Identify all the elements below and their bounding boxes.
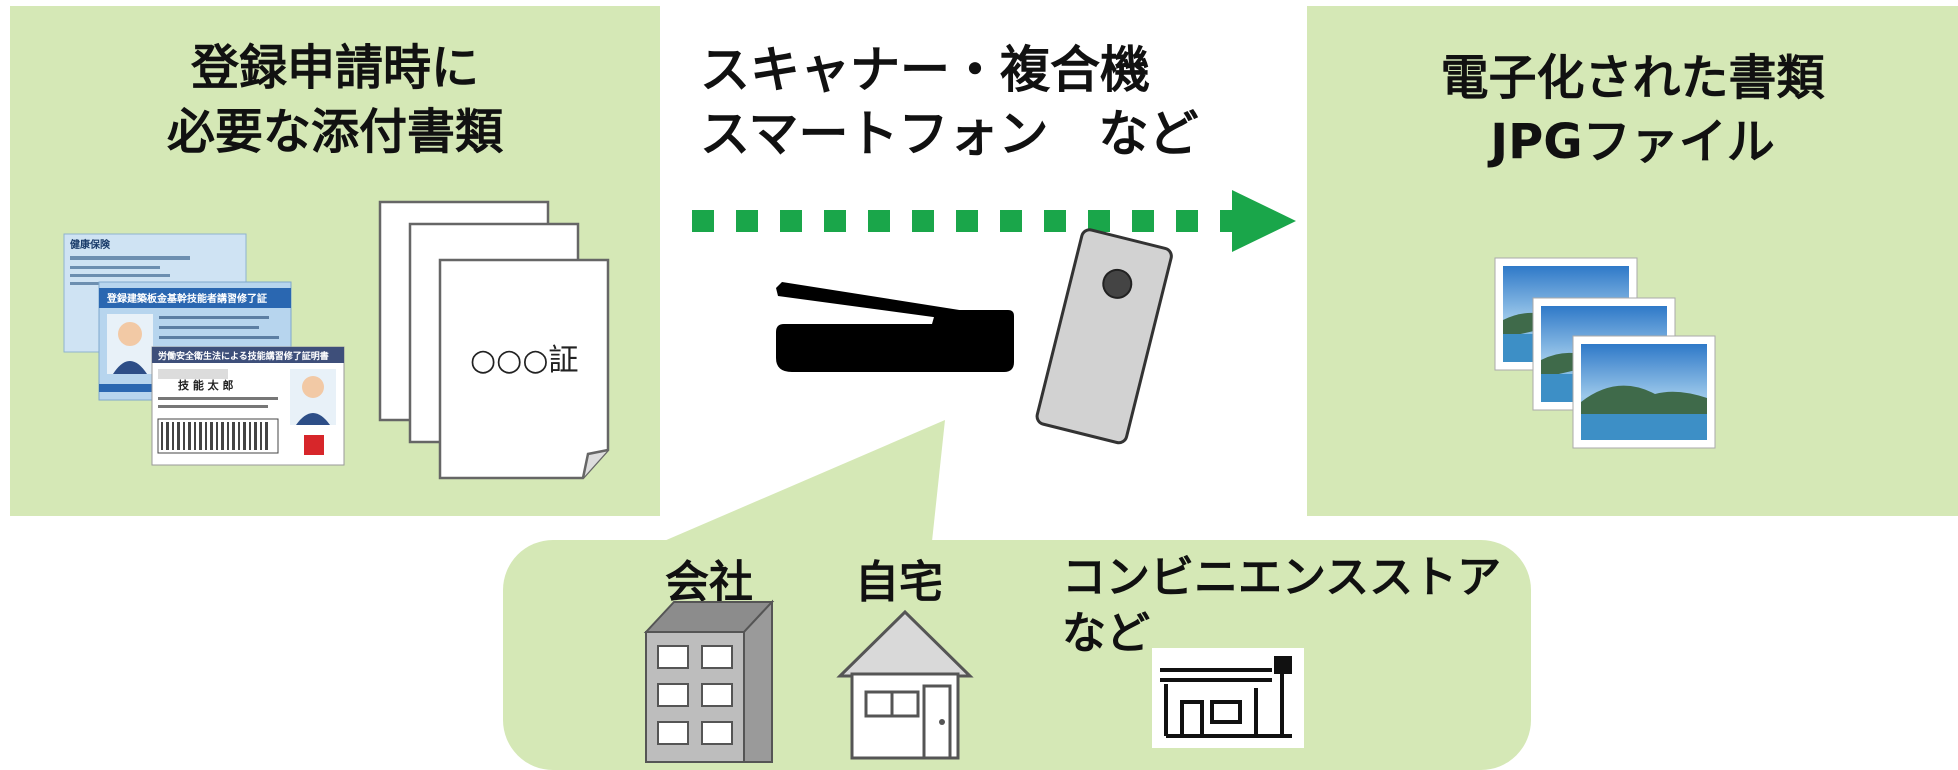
location-store-label: コンビニエンスストア など xyxy=(1062,550,1501,662)
card-title: 労働安全衛生法による技能講習修了証明書 xyxy=(158,350,329,362)
title-line-1: 電子化された書類 xyxy=(1440,50,1825,106)
title-line-2: スマートフォン など xyxy=(700,105,1199,163)
title-line-2: 必要な添付書類 xyxy=(166,104,503,160)
house-icon xyxy=(836,609,974,760)
digitized-documents-title: 電子化された書類 JPGファイル xyxy=(1307,46,1958,174)
dotted-arrow-icon xyxy=(692,190,1296,252)
card-holder-name: 技 能 太 郎 xyxy=(178,378,234,392)
scanner-icon xyxy=(776,282,1014,372)
store-line-1: コンビニエンスストア xyxy=(1062,552,1502,603)
convenience-store-icon xyxy=(1152,648,1304,748)
license-cards-icon: 健康保険 登録建築板金基幹技能者講習修了証 労働安全衛生法による技能講習修了証明… xyxy=(63,233,345,466)
location-home-label: 自宅 xyxy=(855,557,943,608)
card-title: 健康保険 xyxy=(70,238,111,251)
card-title: 登録建築板金基幹技能者講習修了証 xyxy=(106,292,267,305)
landscape-image-icon xyxy=(1494,257,1716,449)
office-building-icon xyxy=(643,599,775,763)
location-company-label: 会社 xyxy=(665,557,753,608)
title-line-2: JPGファイル xyxy=(1490,114,1775,170)
safety-training-card: 労働安全衛生法による技能講習修了証明書 技 能 太 郎 xyxy=(151,346,345,466)
document-stack-icon xyxy=(378,200,610,480)
smartphone-icon xyxy=(1035,228,1173,445)
title-line-1: スキャナー・複合機 xyxy=(700,41,1150,99)
image-file-3 xyxy=(1572,335,1716,449)
digitization-devices-title: スキャナー・複合機 スマートフォン など xyxy=(700,38,1320,166)
required-documents-title: 登録申請時に 必要な添付書類 xyxy=(10,36,660,164)
title-line-1: 登録申請時に xyxy=(190,40,479,96)
callout-pointer xyxy=(620,420,945,560)
store-line-2: など xyxy=(1062,608,1150,659)
document-label: ○○○証 xyxy=(470,343,579,378)
